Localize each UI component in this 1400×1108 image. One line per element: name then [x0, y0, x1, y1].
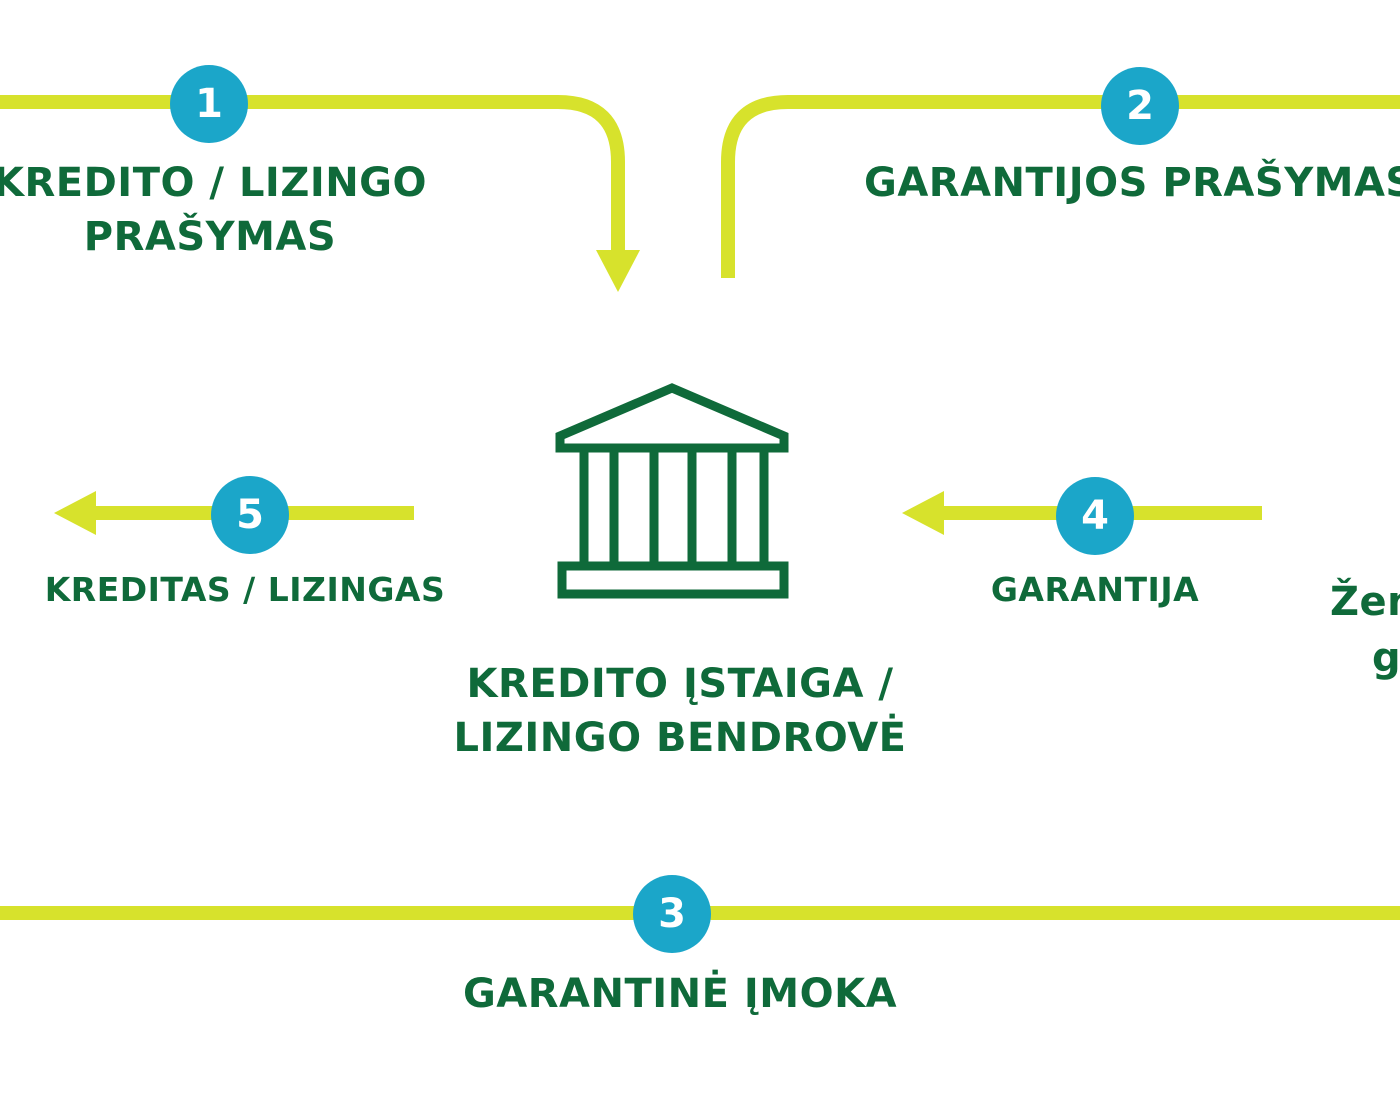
right-partial-label: Žem g: [1330, 574, 1400, 686]
step-2-badge: 2: [1101, 67, 1179, 145]
step-3-label-text: GARANTINĖ ĮMOKA: [462, 971, 898, 1017]
step-1-badge: 1: [170, 65, 248, 143]
step-5-label-text: KREDITAS / LIZINGAS: [44, 570, 446, 609]
center-label: KREDITO ĮSTAIGA / LIZINGO BENDROVĖ: [420, 657, 940, 765]
step-5-label: KREDITAS / LIZINGAS: [30, 563, 460, 617]
flow-arrow-1: [0, 95, 625, 258]
step-1-label-line1: KREDITO / LIZINGO: [0, 160, 428, 206]
step-4-badge: 4: [1056, 477, 1134, 555]
right-partial-line1: Žem: [1330, 579, 1400, 625]
step-4-label: GARANTIJA: [960, 563, 1230, 617]
step-1-label-line2: PRAŠYMAS: [83, 214, 337, 260]
flow-arrow-2: [721, 95, 1400, 278]
step-4-label-text: GARANTIJA: [990, 570, 1200, 609]
center-label-line1: KREDITO ĮSTAIGA /: [466, 661, 894, 707]
arrowhead-1: [596, 250, 640, 292]
center-label-line2: LIZINGO BENDROVĖ: [453, 715, 907, 761]
bank-building-icon: [555, 383, 789, 599]
step-3-label: GARANTINĖ ĮMOKA: [420, 967, 940, 1021]
right-partial-line2: g: [1372, 635, 1400, 681]
step-1-label: KREDITO / LIZINGO PRAŠYMAS: [0, 156, 440, 264]
arrowhead-4: [902, 491, 944, 535]
step-3-badge: 3: [633, 875, 711, 953]
step-5-badge: 5: [211, 476, 289, 554]
step-2-label: GARANTIJOS PRAŠYMAS: [864, 156, 1400, 210]
step-2-label-line1: GARANTIJOS PRAŠYMAS: [864, 160, 1400, 206]
arrowhead-5: [54, 491, 96, 535]
